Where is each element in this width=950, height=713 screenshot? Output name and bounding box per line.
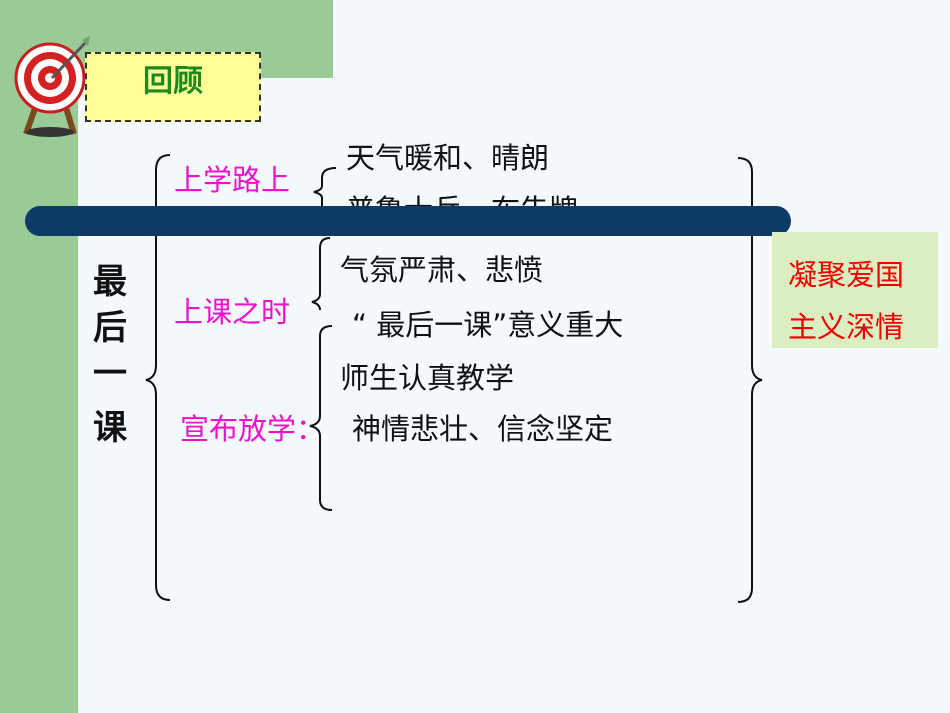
brace-section-2 xyxy=(311,237,331,311)
title-text: 回顾 xyxy=(143,64,203,99)
detail-text: “ 最后一课”意义重大 xyxy=(352,308,624,342)
vertical-title-char: 后 xyxy=(93,308,127,348)
vertical-title-char: 一 xyxy=(93,354,127,394)
detail-text: 师生认真教学 xyxy=(340,361,515,395)
brace-section-3 xyxy=(309,325,333,511)
horizontal-bar xyxy=(25,206,791,236)
right-brace xyxy=(737,157,763,603)
summary-box: 凝聚爱国 主义深情 xyxy=(772,232,938,348)
section-label: 上学路上 xyxy=(174,163,291,197)
section-label: 上课之时 xyxy=(174,295,291,329)
summary-line: 凝聚爱国 xyxy=(788,258,905,292)
title-box: 回顾 xyxy=(85,52,261,122)
detail-text: 气氛严肃、悲愤 xyxy=(340,253,544,287)
section-label: 宣布放学： xyxy=(180,412,326,446)
detail-text: 天气暖和、晴朗 xyxy=(346,141,550,175)
left-brace xyxy=(145,154,171,601)
vertical-title-char: 最 xyxy=(93,262,127,302)
summary-line: 主义深情 xyxy=(788,310,905,344)
brace-section-1 xyxy=(313,167,337,206)
target-icon xyxy=(12,34,92,138)
detail-text: 神情悲壮、信念坚定 xyxy=(352,412,614,446)
vertical-title-char: 课 xyxy=(93,408,127,448)
left-green-band xyxy=(0,0,78,713)
